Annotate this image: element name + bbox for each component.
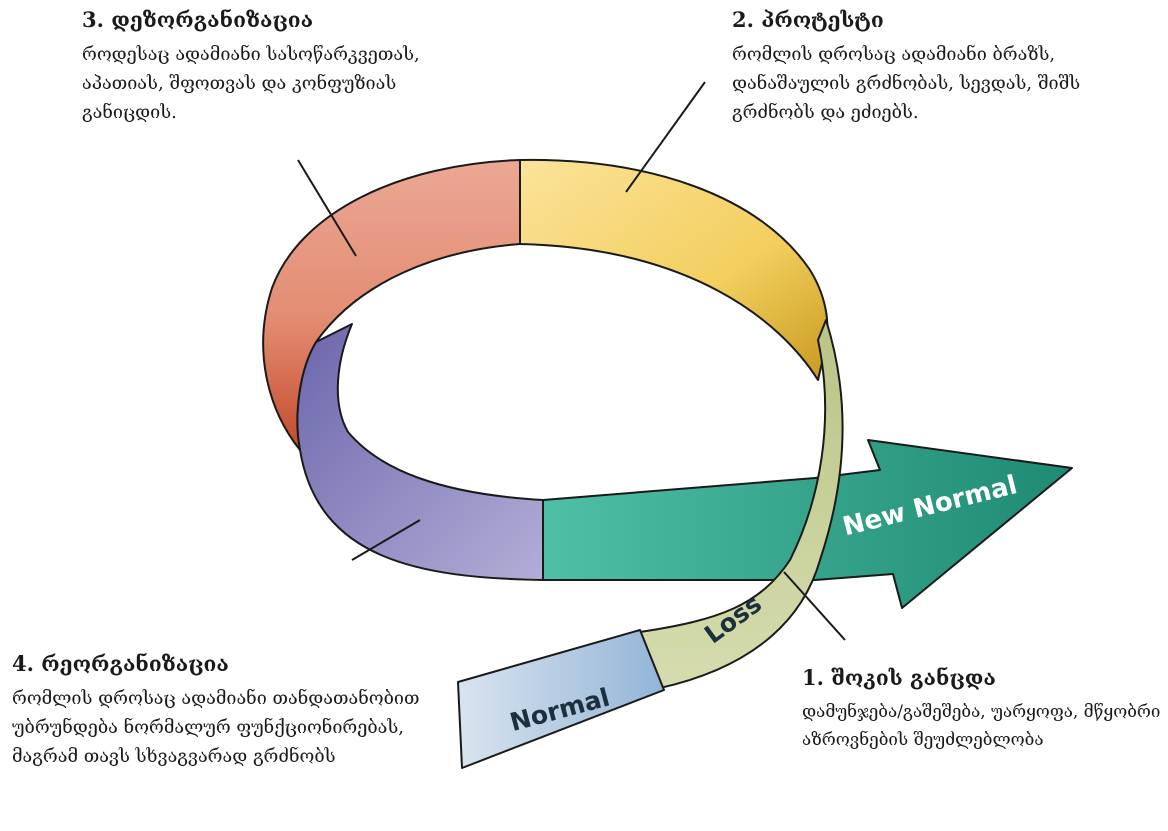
normal-segment (457, 629, 665, 769)
leader-line-stage3 (297, 159, 357, 257)
reorganization-segment (296, 323, 544, 581)
stage-4-reorganization: 4. რეორგანიზაცია რომლის დროსაც ადამიანი … (12, 650, 432, 771)
leader-line-stage1 (783, 571, 846, 641)
leader-line-stage4 (351, 519, 421, 561)
stage-1-title: 1. შოკის განცდა (802, 665, 996, 690)
stage-2-title: 2. პროტესტი (732, 7, 884, 32)
stage-3-disorganization: 3. დეზორგანიზაცია როდესაც ადამიანი სასოწ… (82, 6, 422, 127)
stage-4-description: რომლის დროსაც ადამიანი თანდათანობით უბრუ… (12, 688, 420, 767)
stage-1-description: დამუნჯება/გაშეშება, უარყოფა, მწყობრი აზრ… (802, 702, 1161, 750)
stage-3-description: როდესაც ადამიანი სასოწარკვეთას, აპათიას,… (82, 44, 420, 123)
stage-1-shock: 1. შოკის განცდა დამუნჯება/გაშეშება, უარყ… (802, 664, 1162, 754)
stage-4-title: 4. რეორგანიზაცია (12, 651, 229, 676)
stage-3-title: 3. დეზორგანიზაცია (82, 7, 314, 32)
protest-segment (519, 158, 829, 381)
stage-2-protest: 2. პროტესტი რომლის დროსაც ადამიანი ბრაზს… (732, 6, 1162, 127)
leader-line-stage2 (625, 81, 706, 193)
disorganization-segment (262, 159, 521, 451)
stage-2-description: რომლის დროსაც ადამიანი ბრაზს, დანაშაულის… (732, 44, 1081, 123)
